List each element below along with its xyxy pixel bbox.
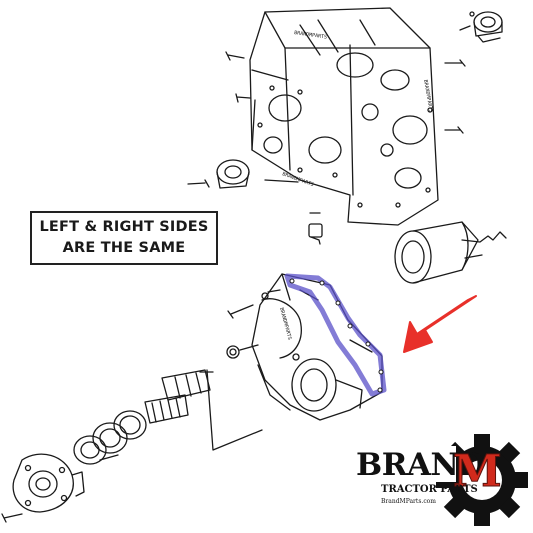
note-box: LEFT & RIGHT SIDES ARE THE SAME [30, 211, 218, 265]
logo-brand-word: BRAND [356, 447, 485, 483]
axis-leader-line [199, 369, 263, 451]
logo-m-letter: M [453, 446, 503, 498]
logo-backdrop [356, 446, 456, 482]
cover-bolts [226, 289, 281, 359]
side-cover-housing [251, 273, 383, 421]
housing-bolts [225, 51, 466, 134]
shaft-assembly [73, 369, 211, 465]
gasket-highlight [284, 273, 387, 397]
bearing-retainer-right [394, 221, 507, 284]
bearing-cap-top [459, 11, 503, 43]
bearing-cap-left [187, 159, 250, 189]
stamp-housing-side: BRANDMPARTS [422, 79, 434, 113]
drain-plug [308, 212, 323, 245]
red-pointer-arrow-icon [403, 295, 477, 353]
flange-hub [1, 453, 85, 523]
note-line-1: LEFT & RIGHT SIDES [39, 219, 209, 235]
gasket-bolt-holes [289, 278, 384, 393]
logo-website: BrandMParts.com [381, 498, 436, 505]
transmission-housing [249, 7, 439, 226]
note-line-2: ARE THE SAME [62, 240, 186, 256]
stamp-housing-top: BRANDMPARTS [294, 30, 328, 41]
logo-subtitle: TRACTOR PARTS [381, 484, 478, 495]
